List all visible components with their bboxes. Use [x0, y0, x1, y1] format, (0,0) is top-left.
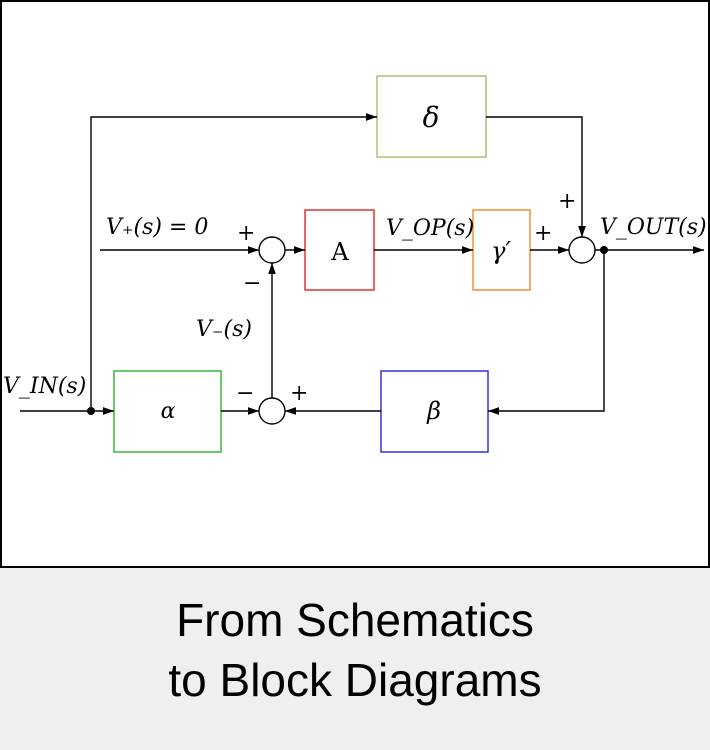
- block-diagram: δ A γ′ α β V₊(s) = 0 V_OP(s) V_OUT(s) V₋…: [3, 75, 707, 453]
- delta-label: δ: [423, 101, 440, 134]
- delta-path-in: [90, 113, 377, 411]
- bottom-sum-minus-sign: −: [236, 381, 254, 406]
- a-label: A: [330, 238, 349, 266]
- v-plus-label: V₊(s) = 0: [106, 215, 208, 240]
- v-in-label: V_IN(s): [3, 374, 86, 399]
- caption: From Schematics to Block Diagrams: [0, 590, 710, 710]
- gamma-label: γ′: [491, 237, 511, 265]
- bottom-summing-junction: [258, 397, 286, 425]
- beta-label: β: [426, 397, 441, 425]
- output-summing-junction: [568, 236, 596, 264]
- v-out-junction-dot: [600, 246, 608, 254]
- out-sum-plus-left-sign: +: [534, 221, 552, 246]
- top-summing-junction: [258, 236, 286, 264]
- delta-path-out: [486, 116, 586, 237]
- v-minus-label: V₋(s): [196, 317, 252, 342]
- out-sum-plus-top-sign: +: [558, 189, 576, 214]
- top-sum-plus-sign: +: [237, 221, 255, 246]
- bottom-sum-plus-sign: +: [290, 381, 308, 406]
- v-op-label: V_OP(s): [386, 216, 474, 241]
- top-sum-minus-sign: −: [243, 271, 261, 296]
- delta-block: [376, 75, 487, 158]
- a-block: [304, 209, 375, 291]
- caption-line-1: From Schematics: [176, 594, 534, 646]
- alpha-block: [113, 370, 222, 453]
- v-in-junction-dot: [87, 407, 95, 415]
- feedback-to-beta-wire: [488, 250, 605, 415]
- caption-line-2: to Block Diagrams: [168, 654, 542, 706]
- alpha-label: α: [161, 399, 176, 424]
- v-out-label: V_OUT(s): [600, 215, 707, 240]
